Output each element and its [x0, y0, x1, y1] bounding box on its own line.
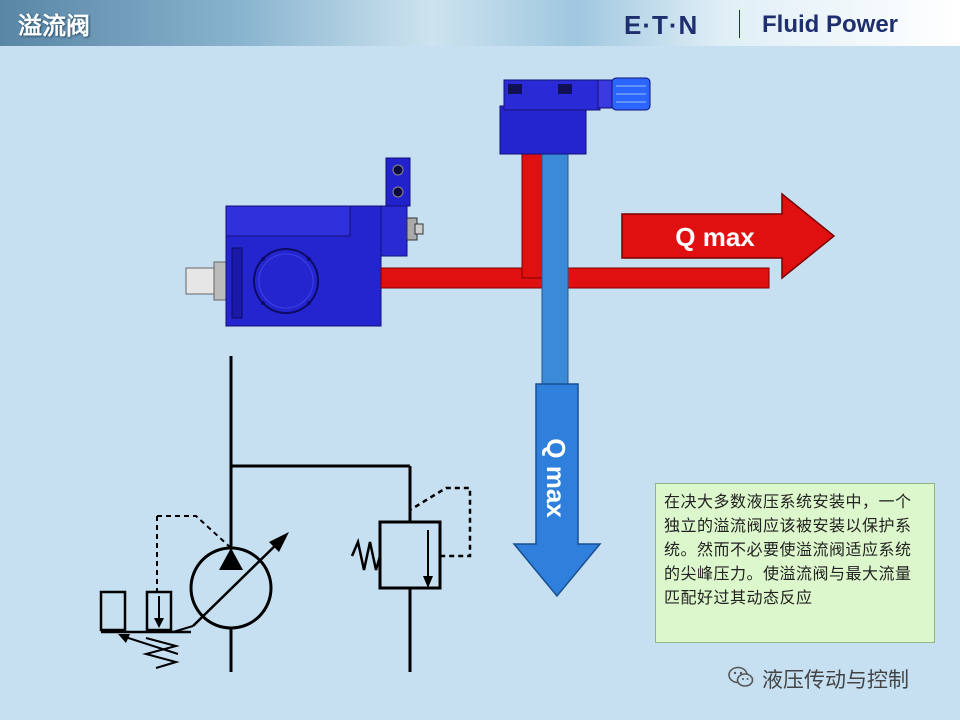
watermark: 液压传动与控制	[728, 664, 909, 694]
wechat-icon	[728, 666, 754, 692]
pump-outlet-block	[380, 205, 408, 257]
pump-cover-circle	[253, 248, 319, 314]
pump-top-plate	[225, 205, 351, 237]
pump-side-plate	[231, 247, 243, 319]
relief-valve-illustration	[499, 77, 651, 155]
flow-arrow-horizontal: Q max	[621, 192, 836, 280]
pressure-line-horizontal	[380, 267, 770, 289]
header-banner: 溢流阀 E·T·N Fluid Power	[0, 0, 960, 46]
watermark-text: 液压传动与控制	[762, 668, 909, 692]
pump-cover-inner	[258, 253, 314, 309]
flow-arrow-vertical-label: Q max	[541, 438, 571, 518]
page-title: 溢流阀	[18, 11, 90, 40]
explanation-note: 在决大多数液压系统安装中，一个独立的溢流阀应该被安装以保护系统。然而不必要使溢流…	[655, 483, 935, 643]
flow-arrow-vertical: Q max	[512, 383, 602, 598]
brand-subtitle: Fluid Power	[762, 11, 899, 38]
pressure-line-vertical	[521, 147, 543, 279]
hydraulic-schematic	[99, 356, 472, 672]
brand-logo: E·T·N	[624, 10, 699, 40]
flow-arrow-horizontal-label: Q max	[675, 222, 755, 252]
valve-body	[499, 105, 587, 155]
pump-illustration	[185, 157, 424, 327]
tank-line-vertical	[541, 147, 569, 389]
brand-divider	[739, 10, 740, 38]
